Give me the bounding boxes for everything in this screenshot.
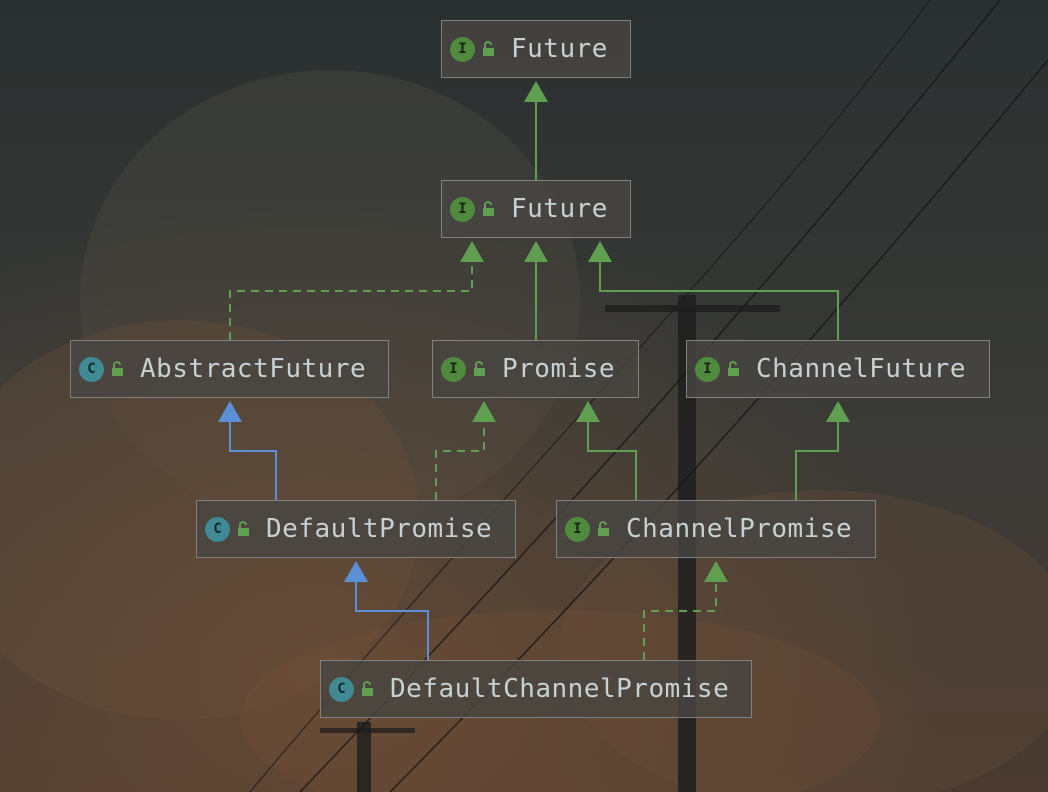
node-label: ChannelFuture: [756, 354, 966, 384]
unlocked-lock-icon: [112, 361, 123, 376]
node-channel-future[interactable]: I ChannelFuture: [686, 340, 990, 398]
unlocked-lock-icon: [483, 201, 494, 216]
class-badge-icon: C: [205, 516, 230, 542]
node-label: Future: [511, 34, 608, 64]
interface-badge-icon: I: [565, 516, 590, 542]
edge-promise-to-future: [524, 241, 548, 340]
interface-badge-icon: I: [450, 36, 475, 62]
edge-defaultpromise-implements-promise: [435, 401, 496, 500]
node-default-channel-promise[interactable]: C DefaultChannelPromise: [320, 660, 752, 718]
node-label: AbstractFuture: [140, 354, 367, 384]
edge-defaultpromise-extends-abstractfuture: [218, 401, 277, 500]
unlocked-lock-icon: [728, 361, 739, 376]
class-badge-icon: C: [329, 676, 354, 702]
edge-channelfuture-to-future: [588, 241, 839, 340]
unlocked-lock-icon: [474, 361, 485, 376]
edge-defaultchannelpromise-extends-defaultpromise: [344, 561, 429, 660]
node-abstract-future[interactable]: C AbstractFuture: [70, 340, 389, 398]
edge-defaultchannelpromise-implements-channelpromise: [643, 561, 728, 660]
unlocked-lock-icon: [483, 41, 494, 56]
unlocked-lock-icon: [238, 521, 249, 536]
node-channel-promise[interactable]: I ChannelPromise: [556, 500, 876, 558]
edge-abstractfuture-implements-future: [229, 241, 484, 340]
node-promise[interactable]: I Promise: [432, 340, 639, 398]
node-label: ChannelPromise: [626, 514, 853, 544]
unlocked-lock-icon: [362, 681, 373, 696]
edge-channelpromise-to-channelfuture: [795, 401, 850, 500]
node-default-promise[interactable]: C DefaultPromise: [196, 500, 516, 558]
node-label: DefaultChannelPromise: [390, 674, 730, 704]
edge-future-to-future: [524, 81, 548, 180]
node-future-mid[interactable]: I Future: [441, 180, 631, 238]
node-label: Future: [511, 194, 608, 224]
edge-channelpromise-to-promise: [576, 401, 637, 500]
class-badge-icon: C: [79, 356, 104, 382]
interface-badge-icon: I: [450, 196, 475, 222]
interface-badge-icon: I: [441, 356, 466, 382]
node-label: DefaultPromise: [266, 514, 493, 544]
node-future-top[interactable]: I Future: [441, 20, 631, 78]
unlocked-lock-icon: [598, 521, 609, 536]
node-label: Promise: [502, 354, 616, 384]
interface-badge-icon: I: [695, 356, 720, 382]
